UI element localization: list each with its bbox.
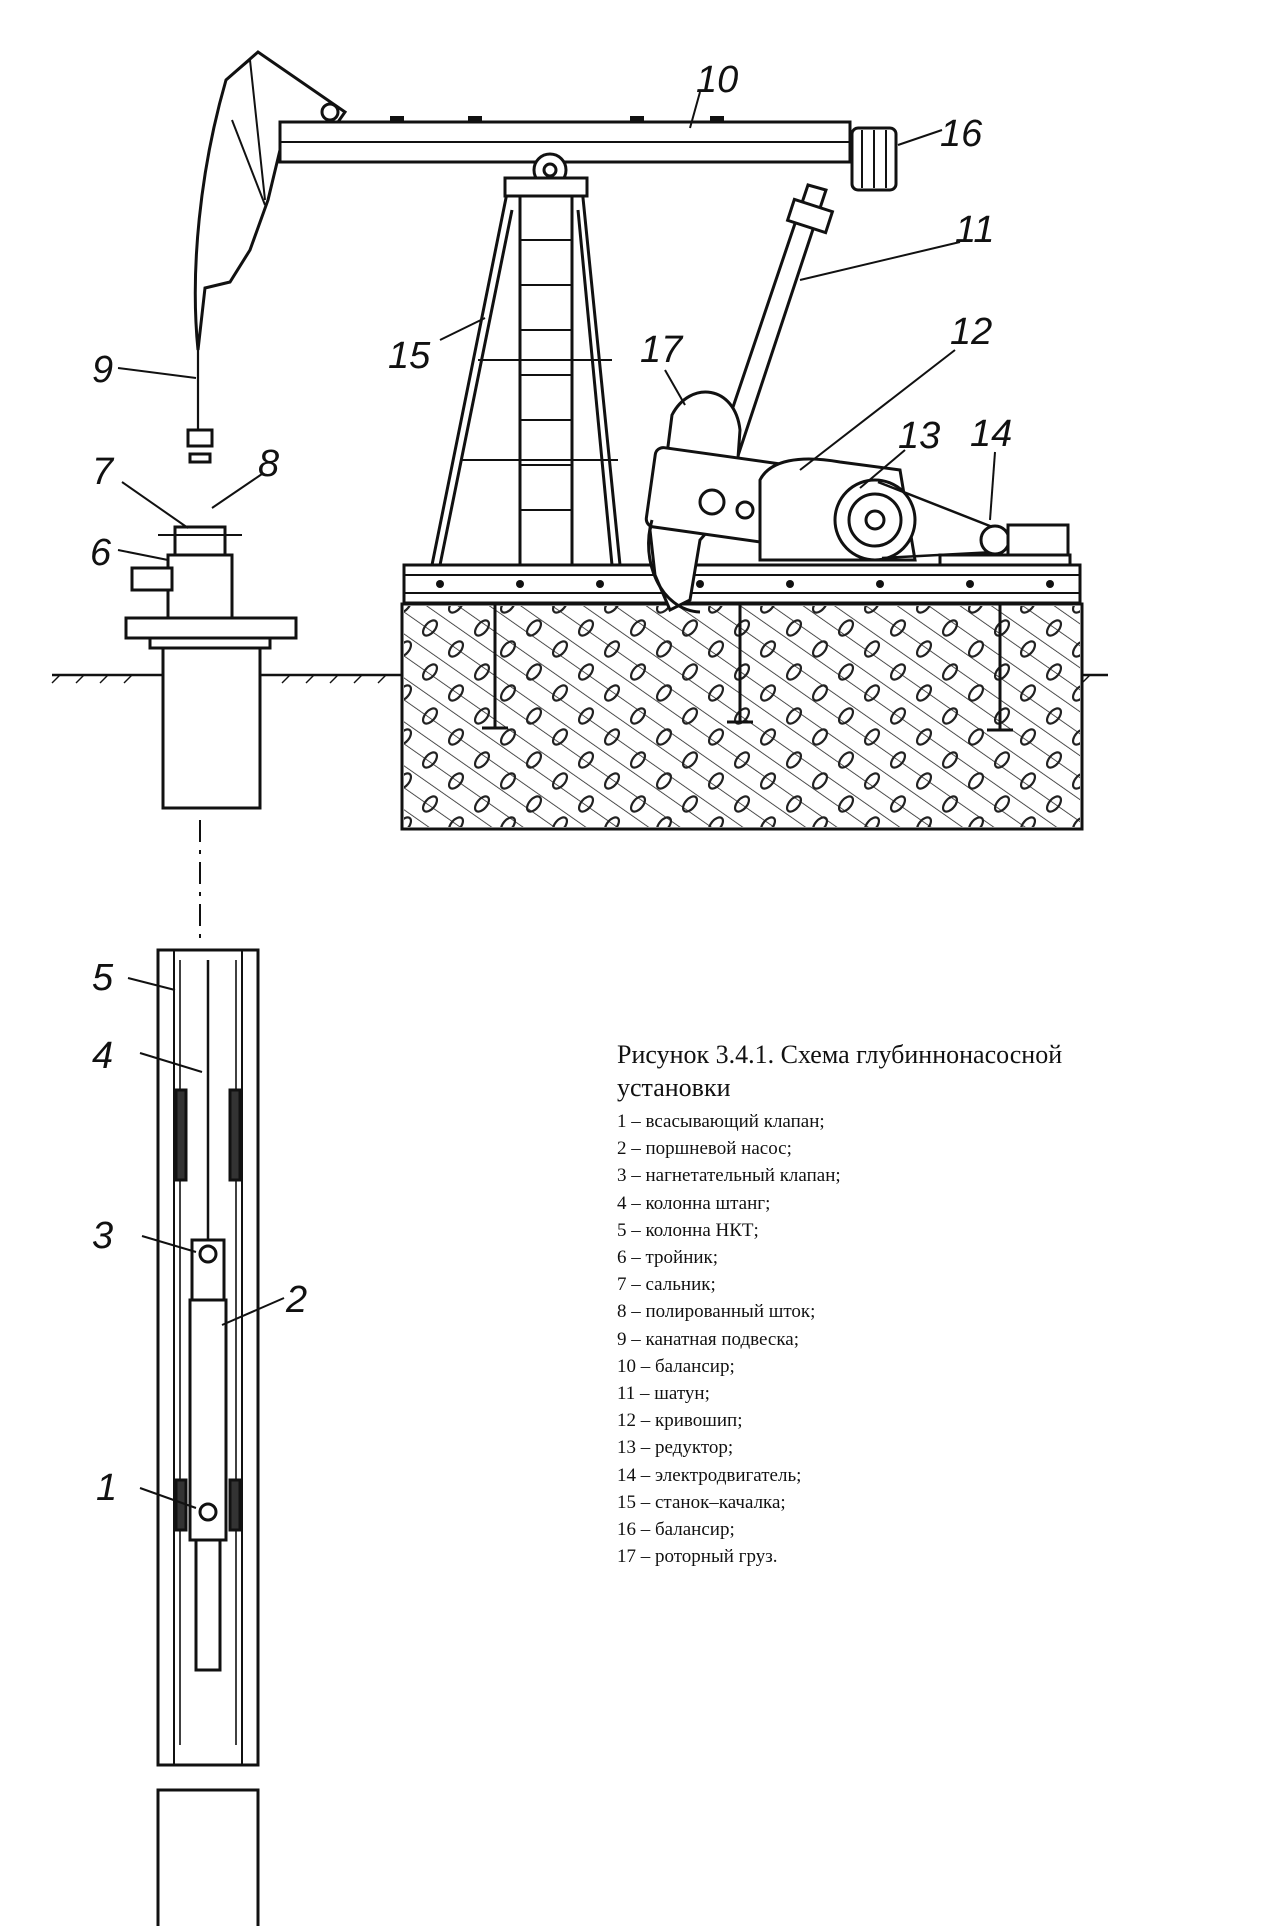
downhole-tubing [156,948,260,1926]
callout-4: 4 [92,1035,113,1077]
callout-10: 10 [696,59,738,101]
callout-15: 15 [388,335,431,377]
callout-11: 11 [955,209,994,251]
legend-item: 12 – кривошип; [617,1410,743,1432]
callout-17: 17 [640,329,684,371]
beam-counterweight [850,126,898,192]
figure-caption: Рисунок 3.4.1. Схема глубиннонасосной ус… [617,1038,1157,1570]
callout-12: 12 [950,311,992,353]
callout-3: 3 [92,1215,113,1257]
callout-14: 14 [970,413,1012,455]
callout-6: 6 [90,532,112,574]
callout-numbers: 1 2 3 4 5 6 7 8 9 10 11 12 13 14 15 16 1… [90,59,1012,1509]
legend-item: 3 – нагнетательный клапан; [617,1165,841,1187]
callout-leader-lines [117,91,996,1509]
walking-beam [193,50,852,351]
legend-item: 13 – редуктор; [617,1437,734,1459]
legend-item: 11 – шатун; [617,1383,710,1405]
legend-item: 14 – электродвигатель; [617,1464,802,1486]
legend-item: 4 – колонна штанг; [617,1192,771,1214]
callout-13: 13 [898,415,940,457]
legend-item: 6 – тройник; [617,1247,719,1269]
gearbox [758,457,917,562]
legend-item: 17 – роторный груз. [617,1546,778,1568]
legend-item: 9 – канатная подвеска; [617,1328,800,1350]
callout-16: 16 [940,113,983,155]
legend-item: 1 – всасывающий клапан; [617,1111,825,1132]
callout-5: 5 [92,957,114,999]
samson-post [430,176,622,567]
callout-1: 1 [96,1467,117,1509]
wellhead-and-casing [124,428,298,810]
callout-8: 8 [258,443,279,485]
legend-item: 5 – колонна НКТ; [617,1219,759,1241]
legend-item: 8 – полированный шток; [617,1301,816,1323]
legend-item: 16 – балансир; [617,1519,735,1541]
legend-list: 1 – всасывающий клапан; 2 – поршневой на… [617,1108,1157,1570]
electric-motor [877,480,1072,567]
legend-item: 2 – поршневой насос; [617,1138,792,1160]
callout-9: 9 [92,349,113,391]
callout-2: 2 [285,1279,307,1321]
well-centerline [196,350,201,940]
base-frame [402,563,1082,605]
caption-title: Рисунок 3.4.1. Схема глубиннонасосной ус… [617,1040,1063,1102]
callout-7: 7 [92,451,115,493]
legend-item: 15 – станок–качалка; [617,1491,786,1513]
legend-item: 7 – сальник; [617,1274,716,1296]
concrete-foundation [400,602,1084,831]
legend-item: 10 – балансир; [617,1355,735,1377]
